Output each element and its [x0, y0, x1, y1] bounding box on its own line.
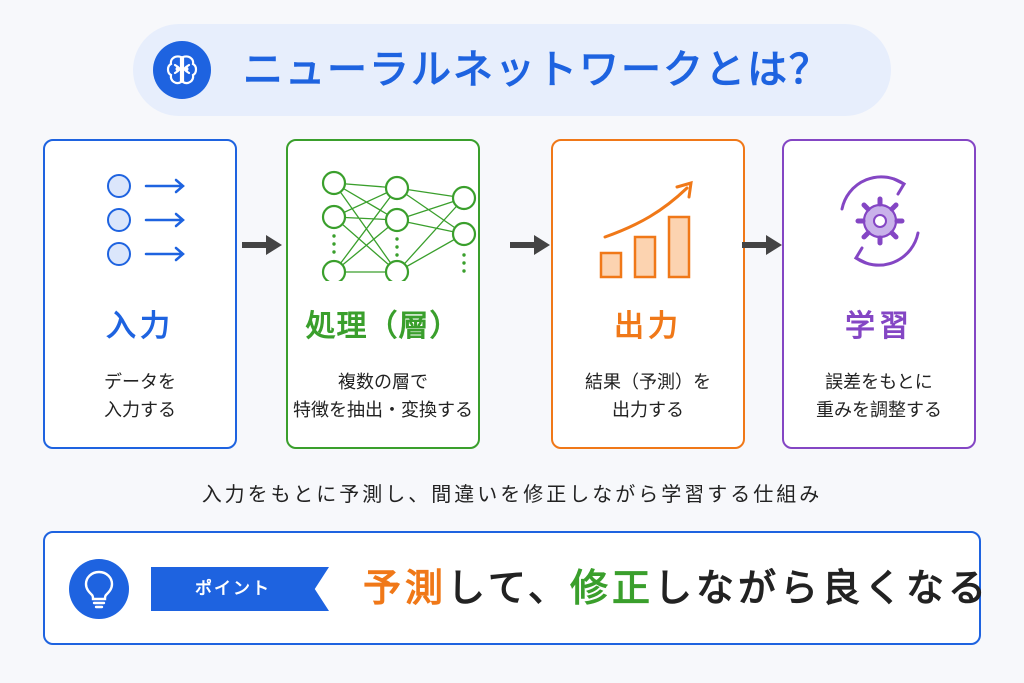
card-input-description: データを 入力する	[104, 372, 176, 421]
arrow-right-icon	[742, 235, 782, 255]
card-input: 入力 データを 入力する	[43, 139, 237, 449]
card-processing-description: 複数の層で 特徴を抽出・変換する	[293, 372, 473, 421]
page-title: ニューラルネットワークとは？	[243, 47, 831, 93]
card-output-description: 結果（予測）を 出力する	[585, 372, 711, 421]
title-banner: ニューラルネットワークとは？	[133, 24, 891, 116]
card-processing-label: 処理（層）	[305, 309, 461, 344]
arrow-right-icon	[242, 235, 282, 255]
card-output-label: 出力	[614, 309, 682, 344]
summary-text: 入力をもとに予測し、間違いを修正しながら学習する仕組み	[201, 482, 823, 506]
brain-icon	[153, 41, 211, 99]
card-processing: 処理（層） 複数の層で 特徴を抽出・変換する	[286, 139, 480, 449]
light-bulb-icon	[69, 559, 129, 619]
card-learning: 学習 誤差をもとに 重みを調整する	[782, 139, 976, 449]
point-part-and: して、	[447, 566, 570, 610]
point-part-predict: 予測	[363, 566, 448, 610]
arrow-right-icon	[510, 235, 550, 255]
card-learning-label: 学習	[845, 309, 913, 344]
gear-cycle-icon	[840, 175, 920, 267]
point-badge: ポイント	[151, 567, 329, 611]
card-input-label: 入力	[106, 309, 174, 344]
point-part-correct: 修正	[569, 566, 654, 610]
point-part-improve: しながら良くなる	[654, 566, 991, 610]
input-nodes-icon	[107, 174, 185, 266]
card-learning-description: 誤差をもとに 重みを調整する	[816, 372, 942, 421]
point-box: ポイント 予測して、修正しながら良くなる	[43, 531, 986, 645]
point-message: 予測して、修正しながら良くなる	[363, 533, 990, 643]
bar-chart-icon	[599, 180, 693, 279]
card-output: 出力 結果（予測）を 出力する	[551, 139, 745, 449]
neural-network-icon	[321, 170, 477, 281]
